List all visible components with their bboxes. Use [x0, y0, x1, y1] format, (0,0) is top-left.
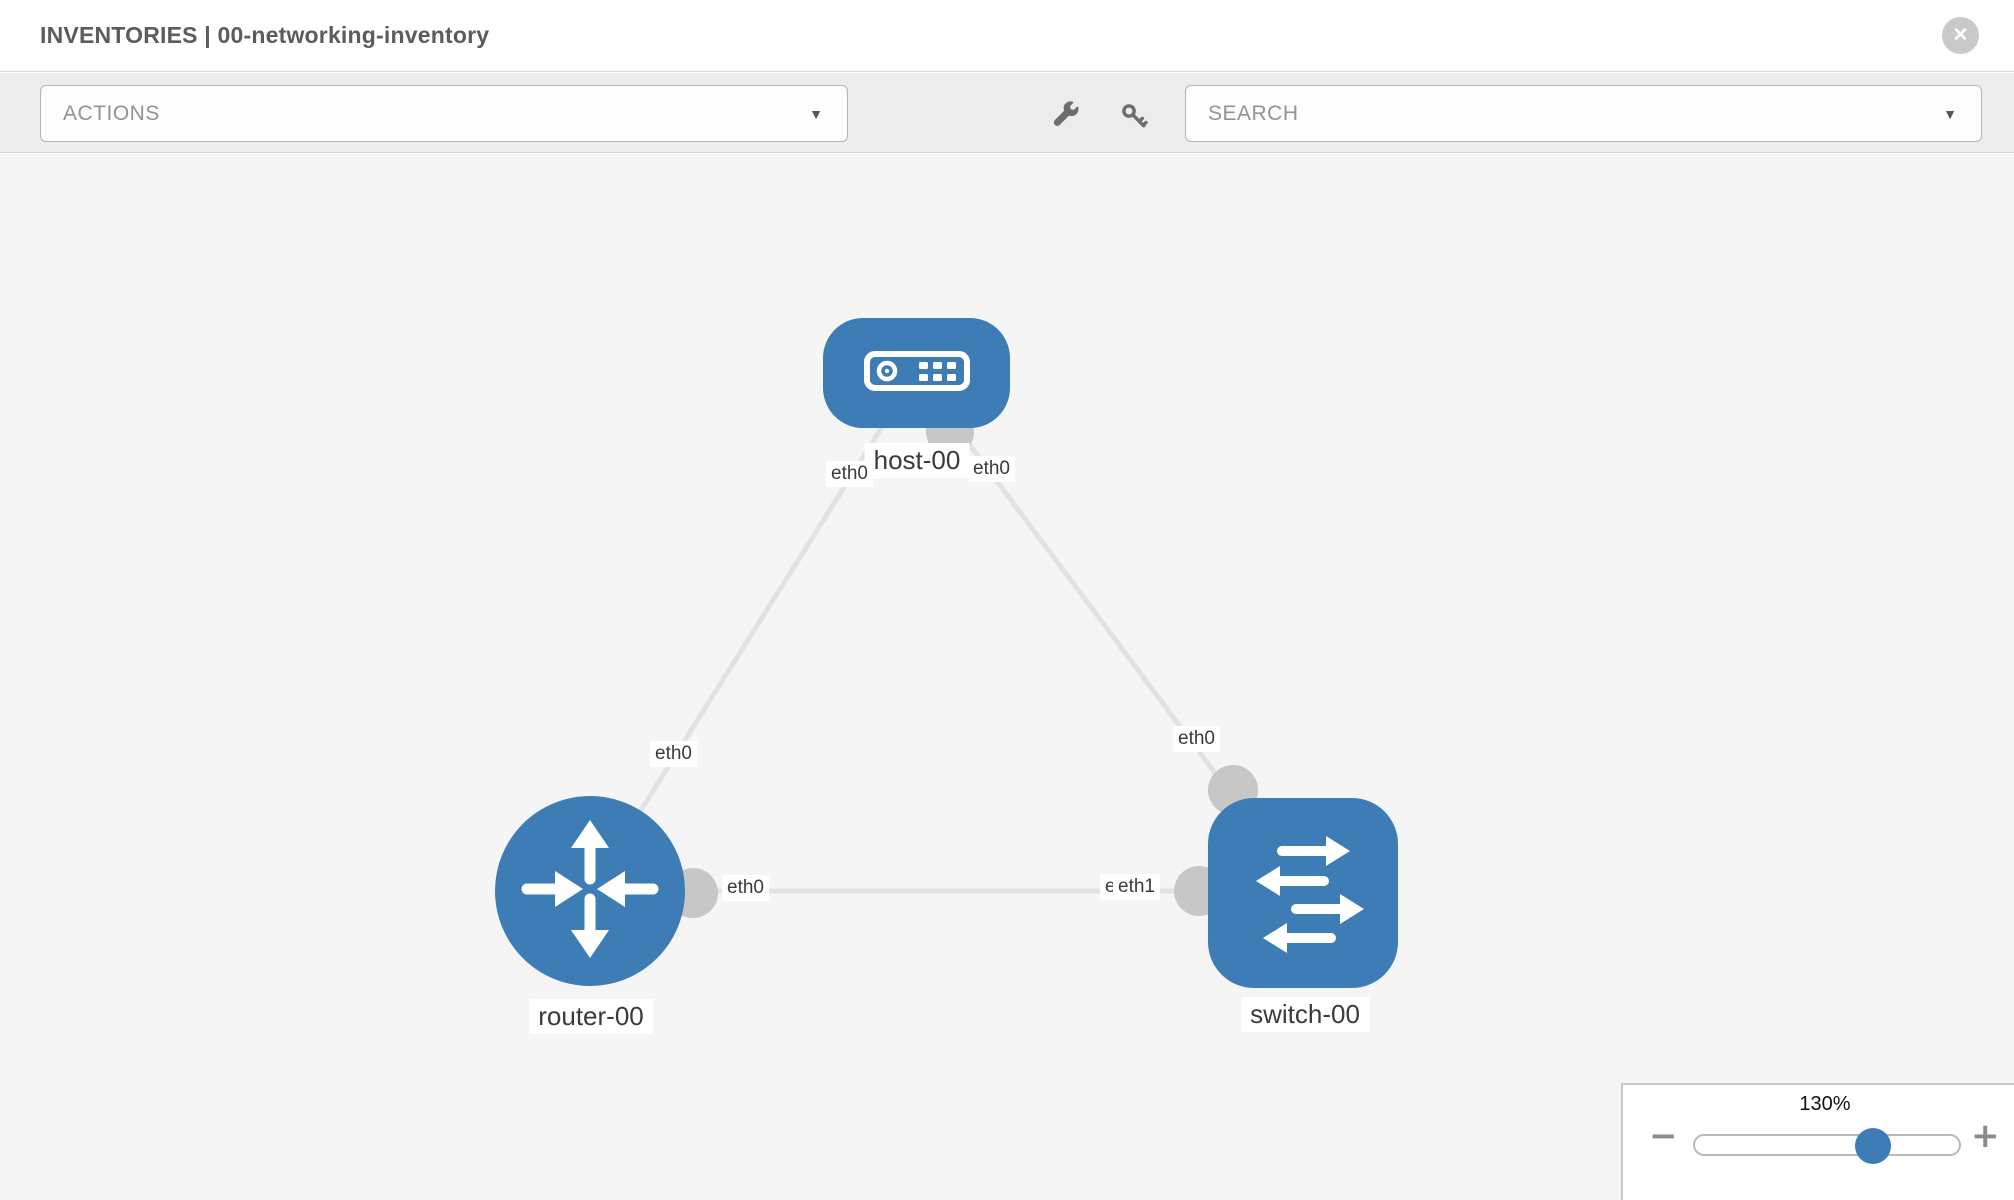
zoom-level-value: 130%: [1799, 1093, 1851, 1115]
node-switch-00[interactable]: [1208, 798, 1398, 988]
minus-icon: −: [1649, 1116, 1678, 1156]
actions-dropdown[interactable]: ACTIONS ▼: [40, 85, 848, 142]
zoom-slider-track[interactable]: [1693, 1128, 1961, 1164]
zoom-out-button[interactable]: −: [1649, 1119, 1678, 1153]
credentials-button[interactable]: [1114, 100, 1154, 134]
chevron-down-icon: ▼: [809, 105, 823, 122]
interface-label: eth0: [968, 456, 1015, 482]
plus-icon: +: [1971, 1116, 2000, 1156]
link-host-router[interactable]: [587, 371, 919, 893]
tools-button[interactable]: [1046, 100, 1086, 134]
node-label-router: router-00: [529, 999, 653, 1034]
toolbar: ACTIONS ▼ SEARCH ▼: [0, 73, 2014, 153]
interface-label: eth0: [650, 741, 697, 767]
chevron-down-icon: ▼: [1943, 105, 1957, 122]
interface-label: eth0: [722, 875, 769, 901]
interface-label: eth1: [1113, 874, 1160, 900]
search-dropdown[interactable]: SEARCH ▼: [1185, 85, 1982, 142]
close-icon: ✕: [1952, 25, 1969, 46]
close-button[interactable]: ✕: [1942, 17, 1979, 54]
zoom-in-button[interactable]: +: [1971, 1119, 2000, 1153]
wrench-icon: [1051, 100, 1081, 134]
zoom-slider-thumb[interactable]: [1855, 1128, 1891, 1164]
router-icon: [495, 794, 685, 989]
node-label-host: host-00: [864, 443, 970, 478]
switch-icon: [1208, 796, 1398, 991]
node-label-switch: switch-00: [1241, 997, 1369, 1032]
key-icon: [1119, 101, 1149, 134]
modal-header: INVENTORIES | 00-networking-inventory ✕: [0, 0, 2014, 72]
interface-label: eth0: [1173, 726, 1220, 752]
page-title: INVENTORIES | 00-networking-inventory: [40, 22, 490, 48]
actions-dropdown-label: ACTIONS: [63, 101, 160, 125]
topology-links-layer: [587, 371, 1306, 918]
interface-label: eth0: [826, 461, 873, 487]
host-icon: [863, 350, 971, 397]
node-router-00[interactable]: [495, 796, 685, 986]
search-dropdown-label: SEARCH: [1208, 101, 1299, 125]
zoom-control-panel: 130% − +: [1621, 1083, 2014, 1200]
node-host-00[interactable]: [823, 318, 1010, 428]
topology-canvas[interactable]: host-00 router-00 switch-00 eth0 eth0 et…: [0, 154, 2014, 1200]
